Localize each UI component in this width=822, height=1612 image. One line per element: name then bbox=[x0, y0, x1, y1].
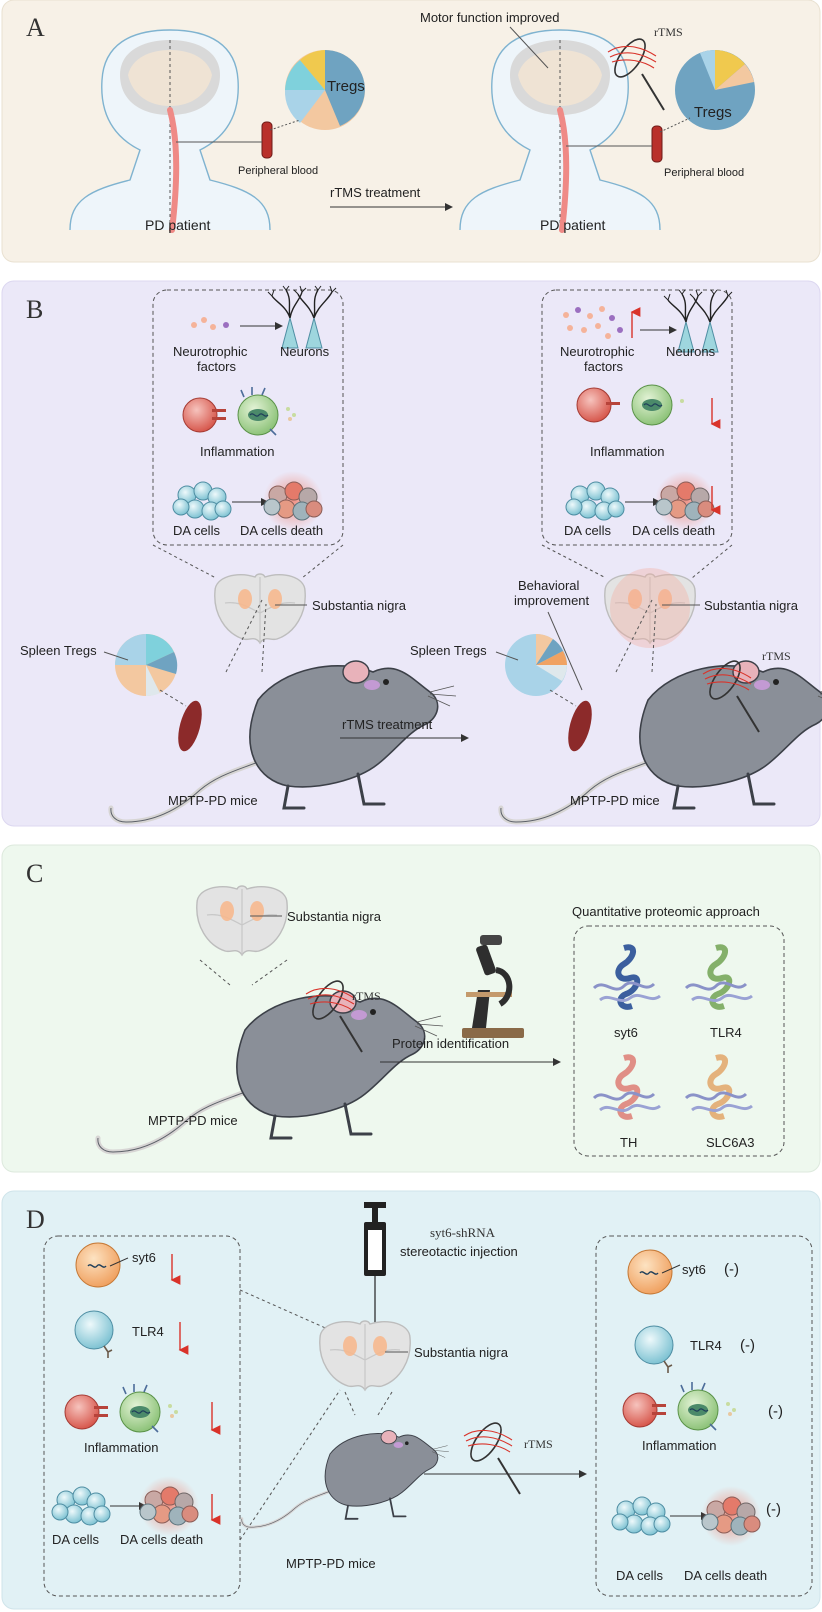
mptp-mice-d: MPTP-PD mice bbox=[286, 1556, 376, 1571]
protein-slc6a3: SLC6A3 bbox=[706, 1135, 754, 1150]
tregs-pie-left bbox=[269, 50, 365, 131]
panel-d: D syt6-shRNA stereotactic injection syt6… bbox=[1, 1190, 821, 1610]
panel-a-letter: A bbox=[26, 13, 45, 42]
rtms-label-c: rTMS bbox=[352, 989, 381, 1003]
tregs-label-left: Tregs bbox=[327, 78, 365, 95]
syringe-icon bbox=[364, 1202, 386, 1350]
neurotrophic-left-2: factors bbox=[197, 359, 237, 374]
spleen-pie-right bbox=[505, 633, 567, 696]
no-change-inflammation: (-) bbox=[768, 1403, 783, 1420]
panel-c: C Substantia nigra rTMS MPTP-PD mice Pro… bbox=[1, 844, 821, 1173]
inflammation-right: Inflammation bbox=[590, 444, 664, 459]
neurotrophic-dots-right bbox=[563, 306, 623, 339]
mptp-mice-b-left: MPTP-PD mice bbox=[168, 793, 258, 808]
neurons-left: Neurons bbox=[280, 344, 330, 359]
protein-identification-label: Protein identification bbox=[392, 1036, 509, 1051]
substantia-nigra-b-left: Substantia nigra bbox=[312, 598, 407, 613]
da-cells-death-d-right: DA cells death bbox=[684, 1568, 767, 1583]
rtms-label-a: rTMS bbox=[654, 25, 683, 39]
panel-b: B Neurotrophic factors Neurons Inflammat… bbox=[1, 280, 822, 827]
pd-patient-right: PD patient bbox=[540, 217, 605, 233]
no-change-syt6: (-) bbox=[724, 1261, 739, 1278]
tregs-pie-right bbox=[659, 50, 755, 133]
neurons-right: Neurons bbox=[666, 344, 716, 359]
da-cells-death-left: DA cells death bbox=[240, 523, 323, 538]
da-cells-death-d-left: DA cells death bbox=[120, 1532, 203, 1547]
protein-syt6: syt6 bbox=[614, 1025, 638, 1040]
stereotactic-injection-label: stereotactic injection bbox=[400, 1244, 518, 1259]
da-cells-death-right: DA cells death bbox=[632, 523, 715, 538]
protein-tlr4: TLR4 bbox=[710, 1025, 742, 1040]
spleen-tregs-right: Spleen Tregs bbox=[410, 643, 487, 658]
behavioral-label-1: Behavioral bbox=[518, 578, 580, 593]
spleen-pie-left bbox=[115, 634, 178, 697]
rtms-treatment-b: rTMS treatment bbox=[342, 717, 433, 732]
proteomic-approach-label: Quantitative proteomic approach bbox=[572, 904, 760, 919]
substantia-nigra-d: Substantia nigra bbox=[414, 1345, 509, 1360]
rtms-label-d: rTMS bbox=[524, 1437, 553, 1451]
da-cells-d-right: DA cells bbox=[616, 1568, 663, 1583]
tregs-label-right: Tregs bbox=[694, 104, 732, 121]
tlr4-left: TLR4 bbox=[132, 1324, 164, 1339]
motor-function-label: Motor function improved bbox=[420, 10, 559, 25]
mptp-mice-c: MPTP-PD mice bbox=[148, 1113, 238, 1128]
mptp-mice-b-right: MPTP-PD mice bbox=[570, 793, 660, 808]
inflammation-d-right: Inflammation bbox=[642, 1438, 716, 1453]
neurotrophic-left-1: Neurotrophic bbox=[173, 344, 248, 359]
panel-c-letter: C bbox=[26, 859, 43, 888]
neurotrophic-right-2: factors bbox=[584, 359, 624, 374]
da-cells-left: DA cells bbox=[173, 523, 220, 538]
syt6-left: syt6 bbox=[132, 1250, 156, 1265]
pd-patient-left: PD patient bbox=[145, 217, 210, 233]
neurotrophic-dots-left bbox=[191, 317, 229, 330]
microscope-icon bbox=[462, 935, 524, 1038]
syt6-right: syt6 bbox=[682, 1262, 706, 1277]
protein-th: TH bbox=[620, 1135, 637, 1150]
inflammation-left: Inflammation bbox=[200, 444, 274, 459]
substantia-nigra-b-right: Substantia nigra bbox=[704, 598, 799, 613]
no-change-tlr4: (-) bbox=[740, 1337, 755, 1354]
da-cells-right: DA cells bbox=[564, 523, 611, 538]
panel-d-letter: D bbox=[26, 1205, 45, 1234]
shrna-label: syt6-shRNA bbox=[430, 1225, 496, 1240]
no-change-da: (-) bbox=[766, 1501, 781, 1518]
substantia-nigra-c: Substantia nigra bbox=[287, 909, 382, 924]
panel-a: A Tregs Tregs Peripheral blood Periphera… bbox=[1, 0, 821, 263]
da-cells-d-left: DA cells bbox=[52, 1532, 99, 1547]
rtms-label-b: rTMS bbox=[762, 649, 791, 663]
behavioral-label-2: improvement bbox=[514, 593, 590, 608]
peripheral-blood-left: Peripheral blood bbox=[238, 165, 318, 177]
rtms-treatment-a: rTMS treatment bbox=[330, 185, 421, 200]
inflammation-d-left: Inflammation bbox=[84, 1440, 158, 1455]
spleen-tregs-left: Spleen Tregs bbox=[20, 643, 97, 658]
tlr4-right: TLR4 bbox=[690, 1338, 722, 1353]
peripheral-blood-right: Peripheral blood bbox=[664, 167, 744, 179]
neurotrophic-right-1: Neurotrophic bbox=[560, 344, 635, 359]
panel-b-letter: B bbox=[26, 295, 43, 324]
